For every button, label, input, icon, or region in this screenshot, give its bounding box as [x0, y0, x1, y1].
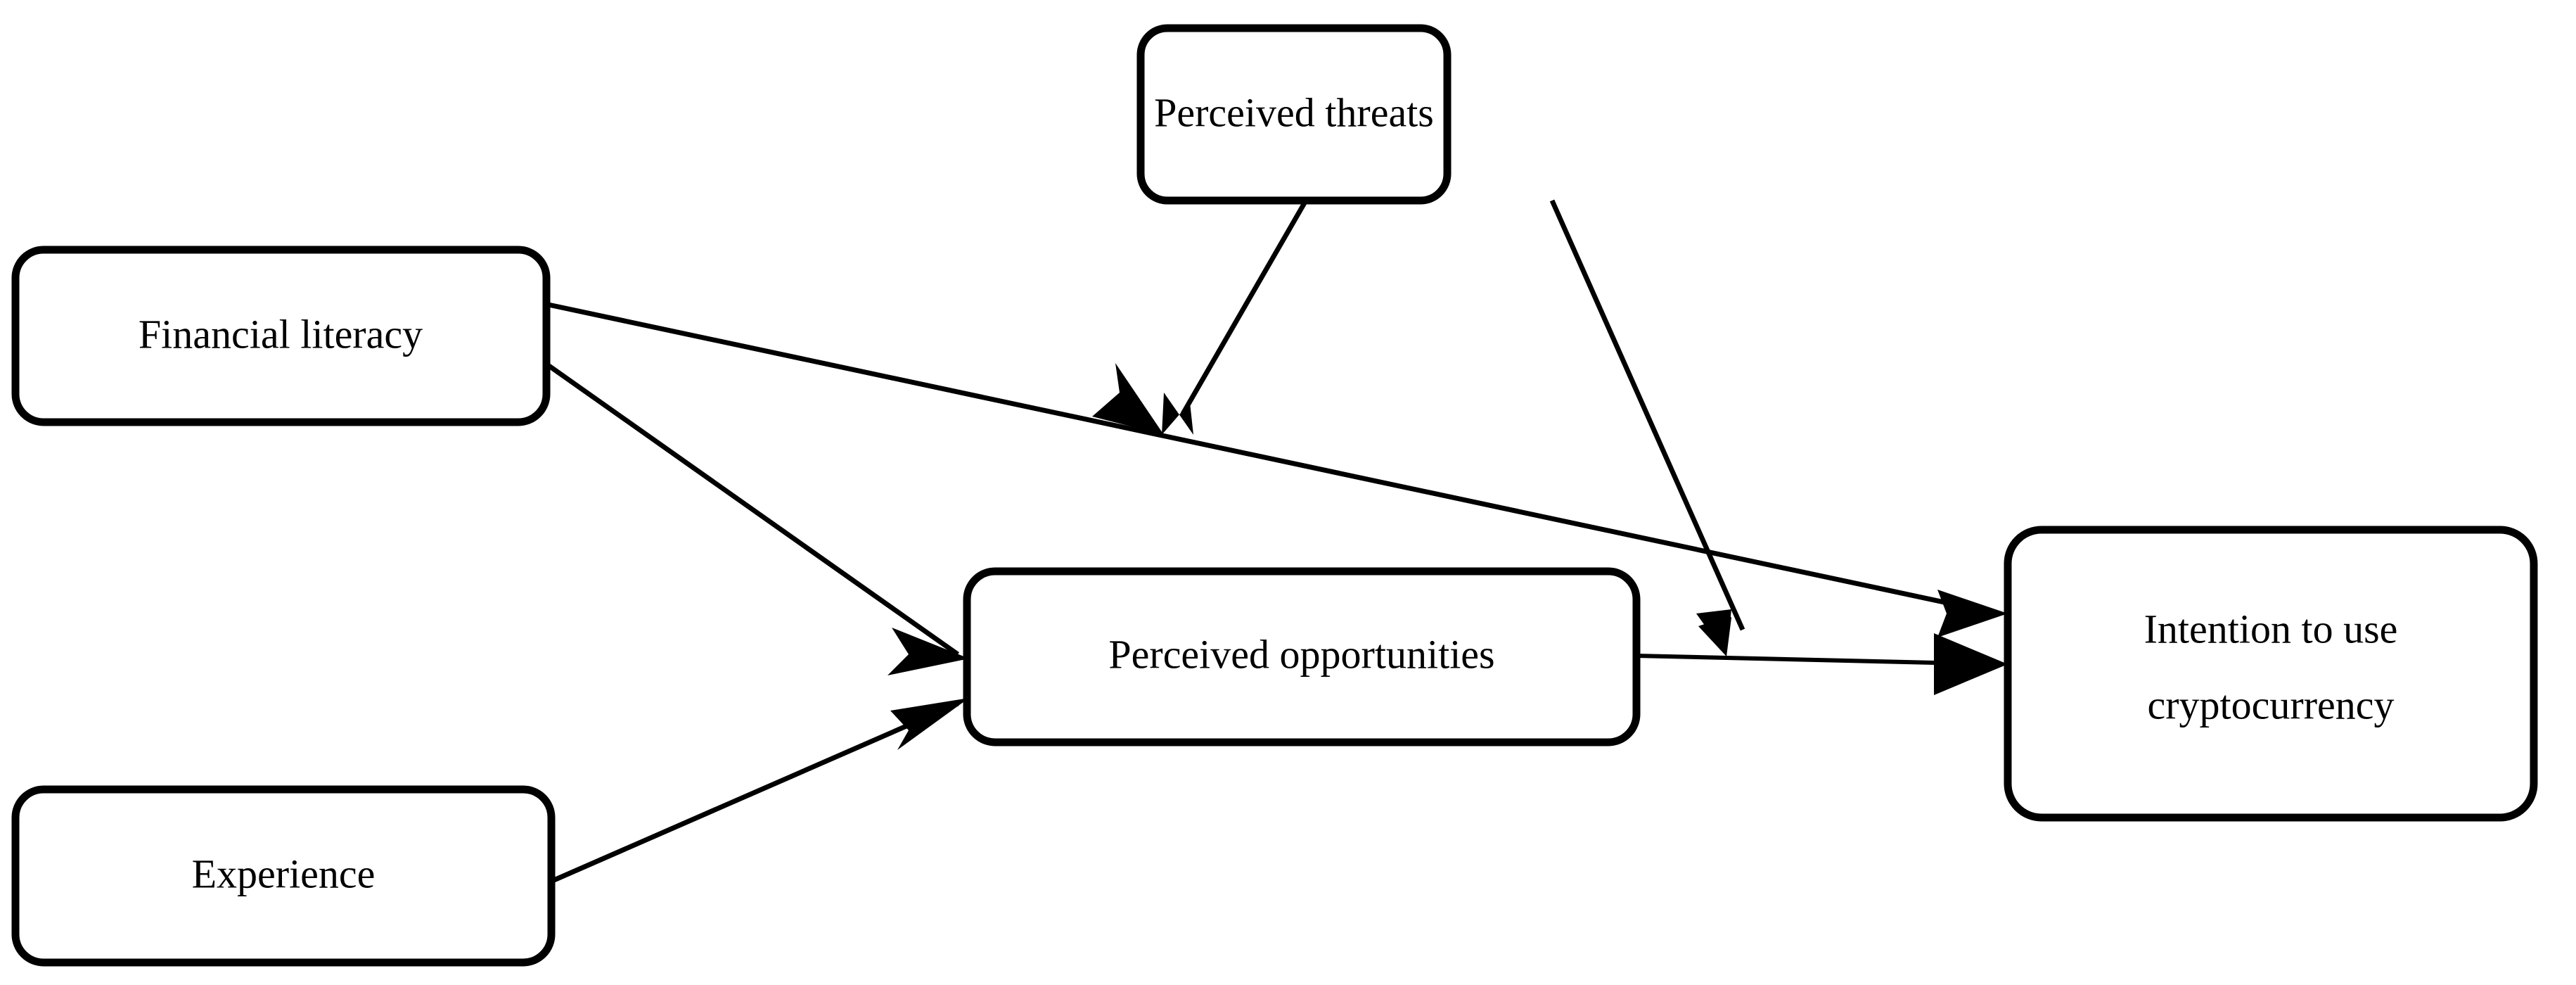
edge-line-perceived-threats-moderation-left [1180, 199, 1309, 415]
edge-line-perceived-threats-moderation-right [1549, 199, 1745, 631]
arrow-head-perceived-opportunities-to-intention [1934, 633, 2008, 695]
node-label-perceived-threats: Perceived threats [1154, 89, 1434, 135]
node-perceived-opportunities[interactable]: Perceived opportunities [963, 567, 1641, 746]
edge-financial-literacy-to-perceived-opportunities [543, 361, 969, 675]
arrow-head-moderation-right-triangle [1696, 609, 1731, 656]
node-box-perceived-threats[interactable] [1136, 24, 1452, 205]
node-experience[interactable]: Experience [11, 785, 556, 967]
node-box-perceived-opportunities[interactable] [963, 567, 1641, 746]
edge-line-financial-literacy-to-perceived-opportunities [543, 361, 960, 656]
node-label-intention-line-2: cryptocurrency [2147, 682, 2394, 727]
arrow-head-financial-literacy-to-perceived-opportunities [887, 628, 969, 675]
node-label-intention-line-1: Intention to use [2144, 606, 2398, 652]
arrow-head-perceived-threats-moderation-left [1162, 393, 1193, 435]
node-financial-literacy[interactable]: Financial literacy [11, 246, 551, 426]
arrow-head-moderation-left-triangle [1092, 363, 1164, 435]
edge-financial-literacy-to-intention [544, 301, 2008, 637]
edge-perceived-threats-moderates-financial-literacy-path [1162, 199, 1309, 435]
edge-experience-to-perceived-opportunities [549, 698, 969, 884]
edge-line-financial-literacy-to-intention [544, 301, 1998, 616]
arrow-head-experience-to-perceived-opportunities [890, 698, 969, 750]
node-box-experience[interactable] [11, 785, 556, 967]
node-perceived-threats[interactable]: Perceived threats [1136, 24, 1452, 205]
edge-perceived-opportunities-to-intention [1636, 633, 2008, 695]
node-label-perceived-opportunities: Perceived opportunities [1108, 631, 1494, 677]
node-label-experience: Experience [192, 851, 376, 896]
node-intention-to-use-cryptocurrency[interactable]: Intention to use cryptocurrency [2004, 526, 2538, 822]
node-box-intention-to-use-cryptocurrency[interactable] [2004, 526, 2538, 822]
arrow-head-financial-literacy-to-intention [1937, 590, 2008, 637]
edge-line-experience-to-perceived-opportunities [549, 701, 959, 884]
node-box-financial-literacy[interactable] [11, 246, 551, 426]
node-label-financial-literacy: Financial literacy [139, 311, 423, 357]
